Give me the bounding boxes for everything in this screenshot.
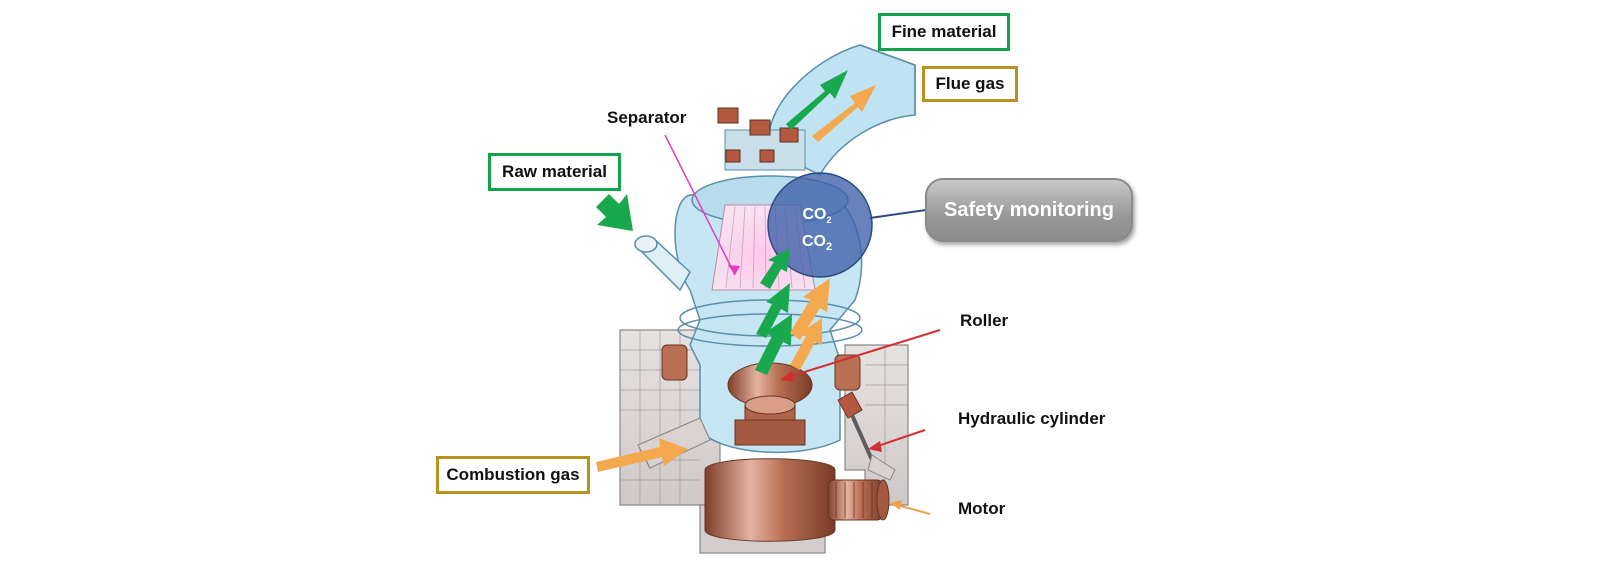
- motor-label: Motor: [958, 499, 1006, 518]
- fine-material-arrow-low: [755, 314, 792, 375]
- gas-reading-2: CO2: [772, 233, 862, 256]
- gas-reading-2-base: CO: [801, 233, 826, 250]
- sensor-connector-line: [869, 209, 927, 219]
- gas-reading-1: CO2: [772, 206, 862, 229]
- separator-label: Separator: [607, 108, 687, 127]
- raw-material-label: Raw material: [488, 153, 621, 191]
- fine-material-label: Fine material: [878, 13, 1010, 51]
- motor-body: [827, 479, 890, 521]
- combustion-gas-arrow: [596, 438, 688, 472]
- gas-reading-1-sub: 2: [826, 215, 832, 226]
- hydraulic-cylinder-body: [837, 391, 896, 481]
- motor-pointer: [896, 504, 931, 515]
- hydraulic-cylinder-label: Hydraulic cylinder: [958, 409, 1106, 428]
- roller-pointer: [784, 329, 941, 379]
- gas-reading-1-base: CO: [802, 206, 827, 223]
- material-flow-arrows: [596, 70, 848, 375]
- safety-monitoring-badge: Safety monitoring: [925, 178, 1133, 242]
- hydraulic-cylinder-pointer: [874, 429, 926, 448]
- flue-gas-label: Flue gas: [922, 66, 1018, 102]
- combustion-gas-label: Combustion gas: [436, 456, 590, 494]
- separator-drive: [717, 107, 806, 171]
- flue-gas-arrow-low: [790, 318, 822, 370]
- gas-flow-arrows: [596, 85, 876, 472]
- safety-monitoring-text: Safety monitoring: [943, 198, 1114, 221]
- separator-pointer: [664, 134, 736, 276]
- roller-label: Roller: [960, 311, 1009, 330]
- flue-gas-arrow-top: [812, 85, 876, 142]
- gas-sensor-circle: [767, 172, 873, 278]
- fine-material-arrow-top: [786, 70, 848, 130]
- flue-gas-arrow-mid: [790, 278, 830, 340]
- gearbox: [704, 458, 836, 542]
- fine-material-arrow-mid: [756, 283, 790, 338]
- gas-reading-2-sub: 2: [825, 241, 833, 254]
- raw-material-arrow: [596, 194, 633, 231]
- pointer-lines: [664, 134, 941, 515]
- fine-material-arrow-cage: [760, 248, 790, 289]
